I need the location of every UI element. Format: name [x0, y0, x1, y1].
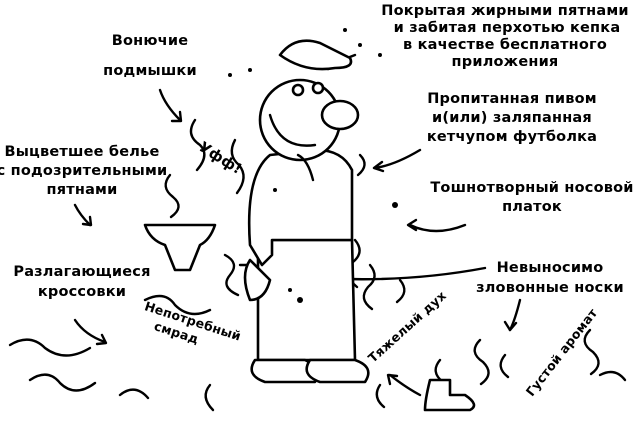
label-line: платок: [502, 199, 562, 215]
eye: [291, 83, 305, 97]
label-handkerchief: Тошнотворный носовой платок: [430, 180, 633, 215]
label-socks: Невыносимо зловонные носки: [476, 260, 624, 296]
tshirt: [247, 148, 354, 267]
label-cap: Покрытая жирными пятнами и забитая перхо…: [381, 3, 628, 70]
label-line: Выцветшее белье: [4, 144, 159, 160]
mouth: [268, 113, 317, 147]
underwear: [143, 223, 217, 272]
right-shoe: [305, 358, 370, 384]
label-line: подмышки: [103, 63, 197, 79]
label-line: и забитая перхотью кепка: [394, 20, 621, 36]
label-underwear: Выцветшее белье с подозрительными пятнам…: [0, 144, 167, 198]
handkerchief: [243, 258, 272, 302]
label-armpits: Вонючие подмышки: [103, 33, 197, 79]
label-line: Тошнотворный носовой: [430, 180, 633, 196]
label-line: в качестве бесплатного: [403, 37, 607, 53]
label-sneakers: Разлагающиеся кроссовки: [13, 264, 150, 300]
label-line: пятнами: [47, 182, 118, 198]
label-line: кроссовки: [38, 284, 126, 300]
label-smell-1: Непотребный смрад: [143, 298, 243, 346]
label-line: Вонючие: [112, 33, 188, 49]
nose: [320, 99, 360, 131]
label-line: Разлагающиеся: [13, 264, 150, 280]
label-line: с подозрительными: [0, 163, 167, 179]
label-line: Пропитанная пивом: [427, 91, 597, 107]
label-line: Невыносимо: [497, 260, 604, 276]
sock: [423, 378, 476, 412]
eye: [311, 81, 325, 95]
stains: [228, 28, 398, 303]
label-line: зловонные носки: [476, 280, 624, 296]
man-figure: [243, 39, 370, 384]
label-line: Покрытая жирными пятнами: [381, 3, 628, 19]
label-line: приложения: [452, 54, 559, 70]
label-tshirt: Пропитанная пивом и(или) заляпанная кетч…: [427, 91, 597, 145]
label-line: и(или) заляпанная: [432, 110, 592, 126]
cap: [278, 39, 353, 71]
pants: [256, 238, 357, 362]
label-line: кетчупом футболка: [427, 129, 597, 145]
label-smell-3: Густой аромат: [523, 305, 601, 399]
label-smell-2: Тяжелый дух: [365, 288, 449, 366]
